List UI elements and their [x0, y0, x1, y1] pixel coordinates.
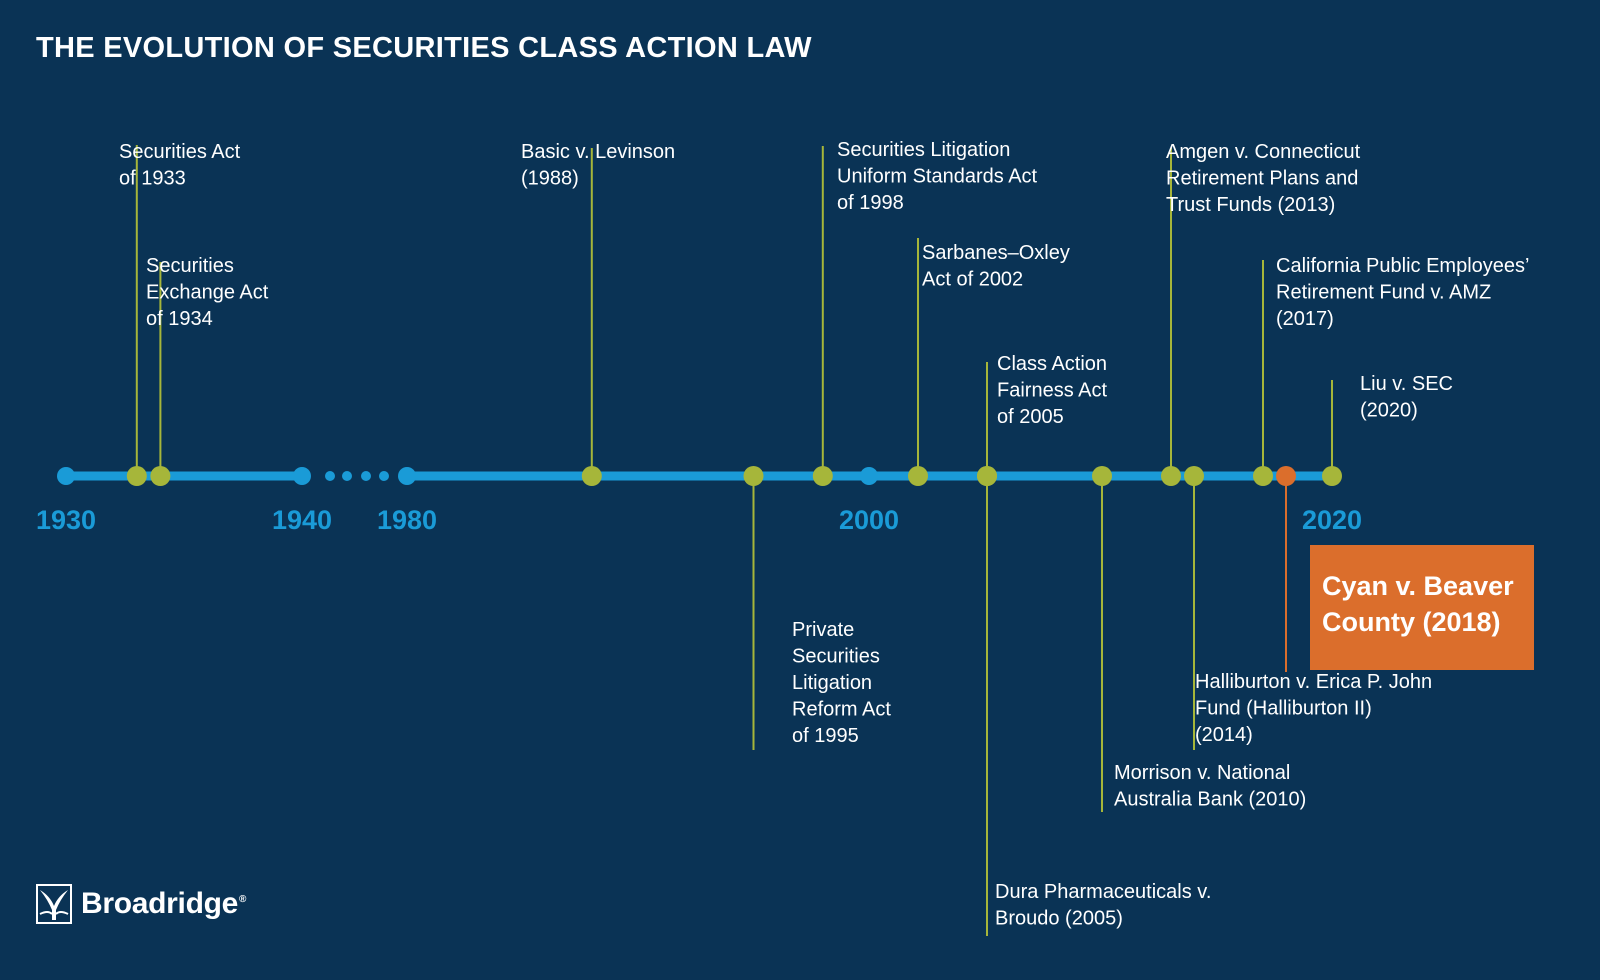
event-marker — [812, 466, 833, 486]
event-marker — [126, 466, 147, 486]
event-marker — [1092, 466, 1112, 486]
axis-break-dot — [379, 471, 389, 481]
broadridge-logo: Broadridge® — [36, 884, 246, 924]
year-label-1940: 1940 — [272, 505, 332, 535]
event-label: Dura Pharmaceuticals v.Broudo (2005) — [995, 881, 1211, 930]
event-marker — [1322, 466, 1342, 486]
year-tick-1980 — [398, 467, 416, 485]
event-stems — [135, 145, 1333, 936]
event-marker — [908, 466, 928, 486]
year-label-1980: 1980 — [377, 505, 437, 535]
event-label: Basic v. Levinson(1988) — [521, 141, 675, 190]
logo-wordmark: Broadridge® — [81, 887, 247, 920]
event-marker — [150, 466, 171, 486]
event-marker — [1184, 466, 1204, 486]
axis-break-dot — [342, 471, 352, 481]
highlight-event-box — [1310, 545, 1534, 670]
event-label: California Public Employees’Retirement F… — [1276, 255, 1529, 330]
timeline-axis — [66, 471, 1332, 481]
event-marker — [743, 466, 764, 486]
event-markers — [57, 466, 1342, 486]
year-label-2020: 2020 — [1302, 505, 1362, 535]
highlight-event-marker — [1276, 466, 1296, 486]
event-marker — [1161, 466, 1181, 486]
event-marker — [977, 466, 997, 486]
axis-break-dot — [325, 471, 335, 481]
broadridge-tree-icon — [36, 884, 72, 924]
year-label-2000: 2000 — [839, 505, 899, 535]
page-title: THE EVOLUTION OF SECURITIES CLASS ACTION… — [36, 32, 812, 64]
event-marker — [1253, 466, 1273, 486]
year-tick-1930 — [57, 467, 75, 485]
year-tick-2000 — [860, 467, 878, 485]
axis-break-dot — [361, 471, 371, 481]
event-label: Liu v. SEC(2020) — [1360, 373, 1453, 422]
event-marker — [581, 466, 602, 486]
year-label-1930: 1930 — [36, 505, 96, 535]
year-tick-1940 — [293, 467, 311, 485]
year-labels: 1930 1940 1980 2000 2020 — [36, 505, 1362, 535]
